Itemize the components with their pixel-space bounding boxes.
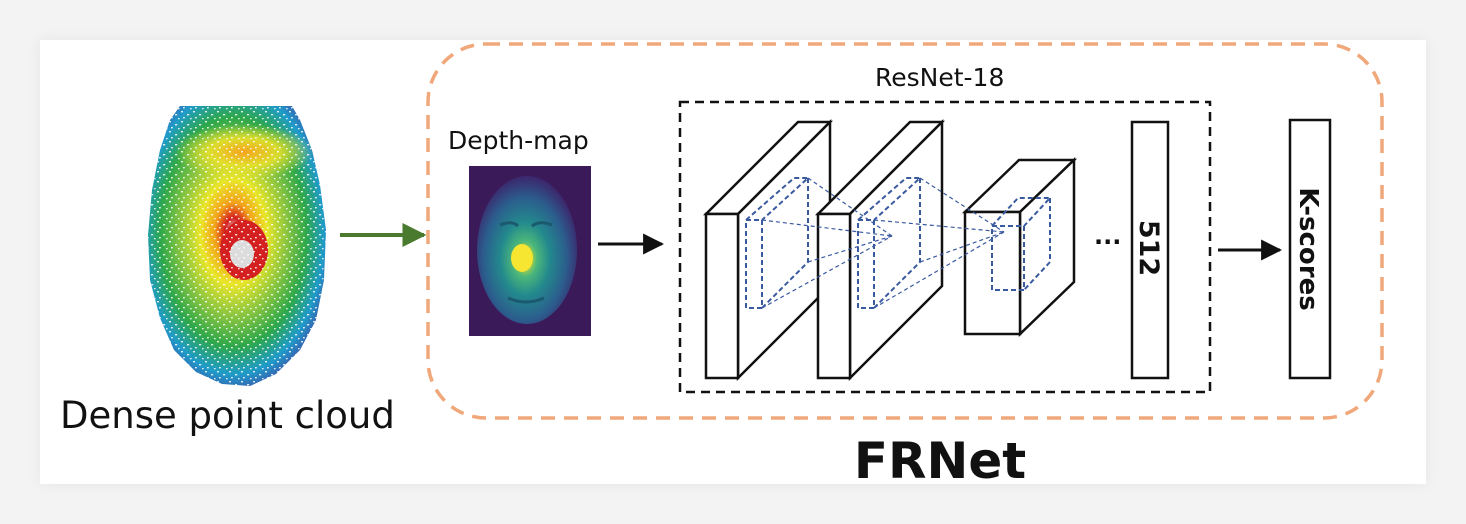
depth-map-label: Depth-map <box>448 126 589 155</box>
feature-vector-box <box>1130 120 1170 380</box>
kernel-projections <box>761 177 1005 309</box>
resnet-label: ResNet-18 <box>875 63 1004 92</box>
frnet-title: FRNet <box>854 432 1026 490</box>
conv-block-1 <box>702 118 834 382</box>
conv-block-3 <box>961 157 1078 337</box>
layers-ellipsis: ··· <box>1094 228 1121 256</box>
feature-vector-label: 512 <box>1133 220 1164 276</box>
kernel-3 <box>991 197 1053 291</box>
frnet-boundary <box>426 42 1384 420</box>
depth-map-image <box>469 166 591 336</box>
k-scores-box <box>1288 118 1332 380</box>
conv-block-2 <box>814 118 946 382</box>
resnet-box <box>678 100 1212 394</box>
point-cloud-image <box>148 106 326 386</box>
k-scores-label: K-scores <box>1293 187 1323 310</box>
point-cloud-label: Dense point cloud <box>60 394 395 437</box>
